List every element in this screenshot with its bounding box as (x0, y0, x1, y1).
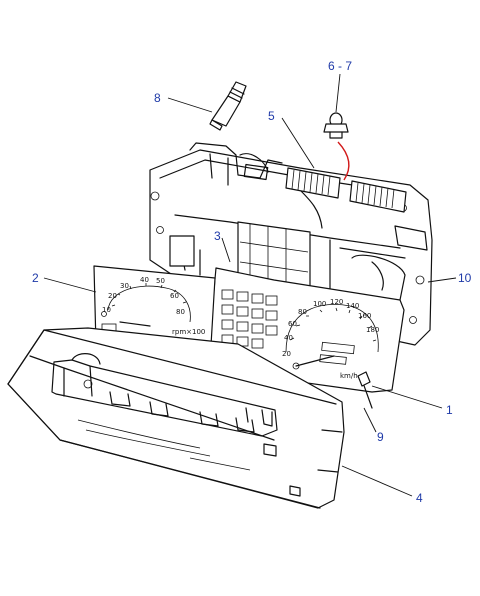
connector-block-left (285, 167, 341, 199)
speedo-tick-label: 100 (313, 300, 326, 308)
speedo-unit-label: km/h (340, 372, 358, 380)
speedo-tick-label: 180 (366, 326, 379, 334)
speedo-tick-label: 20 (282, 350, 291, 358)
speedo-tick-label: 40 (284, 334, 293, 342)
connector-block-right (349, 180, 407, 213)
tach-unit-label: rpm×100 (172, 328, 205, 336)
leader-lines (43, 73, 457, 497)
callout-8: 8 (154, 91, 161, 105)
callout-3: 3 (214, 229, 221, 243)
screw-part (357, 371, 373, 409)
speedo-tick-label: 160 (358, 312, 371, 320)
speedo-tick-label: 60 (288, 320, 297, 328)
bulb-part (323, 112, 349, 139)
callout-4: 4 (416, 491, 423, 505)
callout-9: 9 (377, 430, 384, 444)
callout-5: 5 (268, 109, 275, 123)
callout-2: 2 (32, 271, 39, 285)
tach-tick-label: 80 (176, 308, 185, 316)
tach-tick-label: 40 (140, 276, 149, 284)
speedo-tick-label: 140 (346, 302, 359, 310)
front-bezel-lens (7, 327, 345, 509)
callout-10: 10 (458, 271, 472, 285)
tach-tick-label: 20 (108, 292, 117, 300)
callout-1: 1 (446, 403, 453, 417)
tach-tick-label: 10 (102, 306, 111, 314)
speedo-tick-label: 80 (298, 308, 307, 316)
highlight-wire (337, 141, 350, 181)
warning-icon-grid (221, 289, 278, 349)
tach-tick-label: 50 (156, 277, 165, 285)
callout-6-7: 6 - 7 (328, 59, 352, 73)
tach-tick-label: 30 (120, 282, 129, 290)
tach-tick-label: 60 (170, 292, 179, 300)
bulb-holder-part (209, 81, 247, 131)
speedo-tick-label: 120 (330, 298, 343, 306)
warning-light-module (237, 221, 311, 291)
